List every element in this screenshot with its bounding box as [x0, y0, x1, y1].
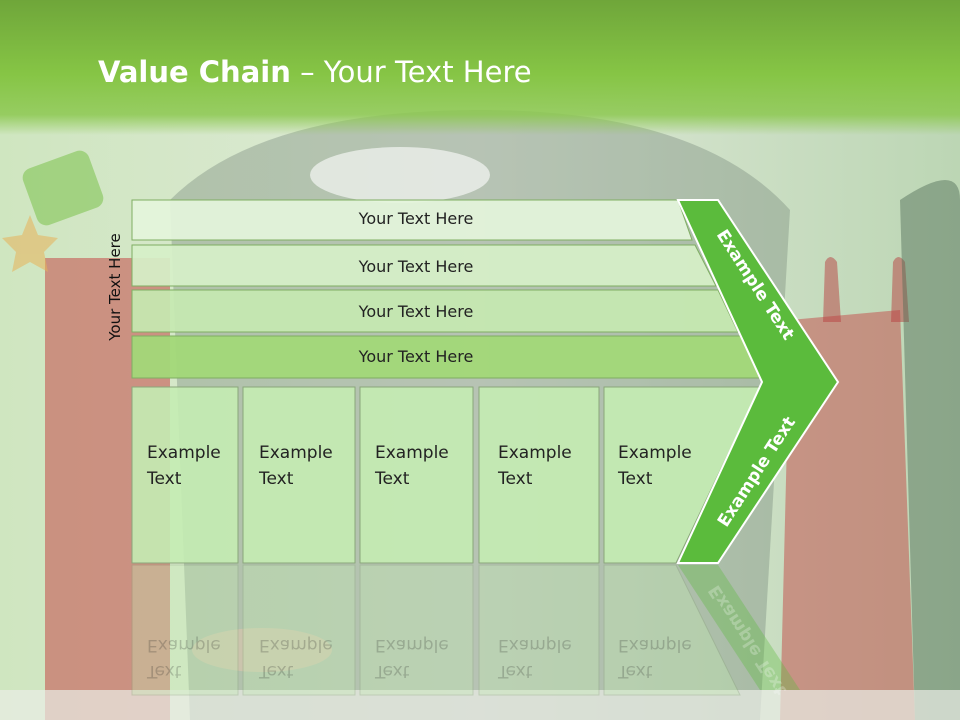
cell-box-1 — [131, 386, 239, 564]
cell-box-5 — [603, 386, 761, 564]
title-rest: – Your Text Here — [290, 55, 532, 89]
row-label-4: Your Text Here — [358, 347, 474, 366]
title-bold: Value Chain — [98, 55, 291, 89]
row-bar-1 — [131, 199, 693, 241]
cell-box-4 — [478, 386, 600, 564]
page-title: Value Chain – Your Text Here — [98, 55, 532, 89]
row-label-1: Your Text Here — [358, 209, 474, 228]
row-label-2: Your Text Here — [358, 257, 474, 276]
header-bar — [0, 0, 960, 135]
row-bar-2 — [131, 244, 717, 287]
row-label-3: Your Text Here — [358, 302, 474, 321]
cell-box-3 — [359, 386, 474, 564]
cell-box-2 — [242, 386, 356, 564]
chevron-arrow — [676, 199, 840, 564]
